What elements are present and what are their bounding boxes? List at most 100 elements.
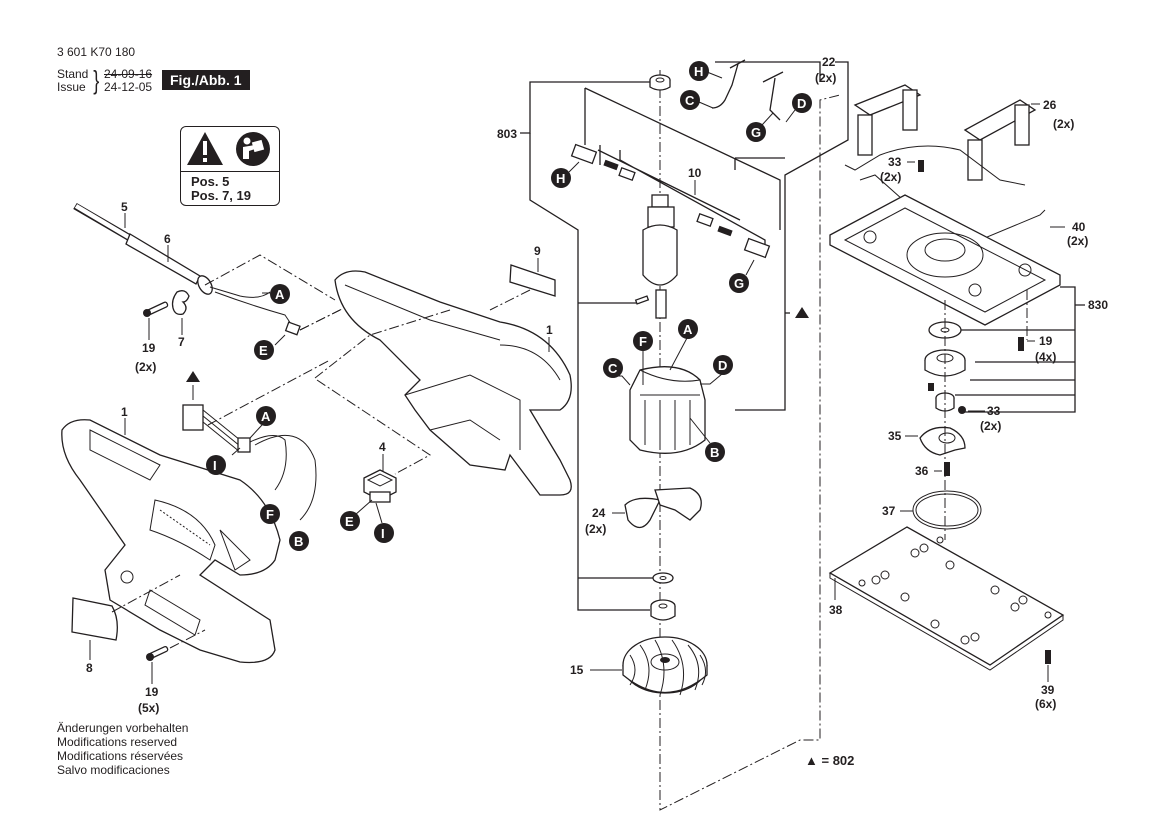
connector-I-harness: I [206, 447, 241, 475]
connector-E-switch: E [340, 499, 373, 531]
svg-text:D: D [718, 358, 727, 373]
callout-39-qty: (6x) [1035, 697, 1056, 711]
assembly-802-marker-icon [186, 371, 200, 382]
callout-26-qty: (2x) [1053, 117, 1074, 131]
warning-triangle-icon [187, 132, 223, 165]
callout-803: 803 [497, 127, 517, 141]
callout-36: 36 [915, 464, 929, 478]
svg-text:F: F [266, 507, 274, 522]
screw-36 [944, 462, 950, 476]
stator-part [629, 366, 706, 454]
svg-text:D: D [797, 96, 806, 111]
svg-text:E: E [259, 343, 268, 358]
callout-37: 37 [882, 504, 896, 518]
callout-33b-qty: (2x) [980, 419, 1001, 433]
callout-6: 6 [164, 232, 171, 246]
spring-22-left [711, 59, 746, 109]
warning-line: Pos. 7, 19 [191, 188, 251, 203]
counterweight-35 [919, 426, 966, 456]
stand-label: Stand [57, 67, 89, 81]
screw-19-base [1018, 337, 1024, 351]
svg-text:F: F [639, 334, 647, 349]
callout-35: 35 [888, 429, 902, 443]
callout-7: 7 [178, 335, 185, 349]
callout-830: 830 [1088, 298, 1108, 312]
brace-icon: } [93, 65, 100, 95]
callout-33b: 33 [987, 404, 1001, 418]
connector-markers: A E A I F B E I H C D G H G A F C D B [206, 61, 812, 551]
callout-5: 5 [121, 200, 128, 214]
screw-19-cord [143, 301, 169, 317]
connector-I-switch: I [374, 502, 394, 543]
svg-text:A: A [275, 287, 285, 302]
callout-1a: 1 [121, 405, 128, 419]
footer-notice: Änderungen vorbehalten Modifications res… [57, 721, 188, 777]
connector-B-stator: B [689, 417, 725, 462]
o-ring-37 [912, 490, 982, 530]
svg-text:B: B [710, 445, 719, 460]
svg-text:G: G [751, 125, 761, 140]
footer-line: Änderungen vorbehalten [57, 721, 189, 735]
carbon-brush-right [696, 213, 733, 237]
assembly-802-marker-icon [795, 307, 809, 318]
bracket-26-left [853, 84, 922, 156]
part-number: 3 601 K70 180 [57, 45, 136, 59]
legend-802: ▲ = 802 [805, 753, 854, 768]
callout-24-qty: (2x) [585, 522, 606, 536]
leader-lines [89, 103, 1065, 684]
read-manual-icon [236, 132, 270, 166]
connector-G-spring: G [746, 112, 774, 142]
callout-33a-qty: (2x) [880, 170, 901, 184]
screw-33-bottom [958, 406, 966, 414]
label-9-part [509, 264, 556, 297]
safety-icons [187, 132, 270, 166]
power-cord-part [73, 202, 301, 336]
stand-date: 24-09-16 [104, 67, 153, 81]
callout-19c: 19 [1039, 334, 1053, 348]
figure-label: Fig./Abb. 1 [162, 70, 250, 90]
callout-38: 38 [829, 603, 843, 617]
connector-H-brush: H [551, 161, 580, 188]
callout-8: 8 [86, 661, 93, 675]
screw-33-top [918, 160, 924, 172]
connector-B-harness: B [289, 531, 309, 551]
revision-labels: Stand Issue [57, 68, 91, 94]
connector-C-spring: C [680, 90, 714, 110]
callout-24: 24 [592, 506, 606, 520]
svg-text:E: E [345, 514, 354, 529]
connector-D-stator: D [700, 355, 733, 385]
callout-22-qty: (2x) [815, 71, 836, 85]
footer-line: Modifications réservées [57, 749, 184, 763]
housing-left-part [61, 419, 281, 664]
screw-small-830 [928, 383, 934, 391]
stator-insulation-24 [624, 487, 702, 529]
callout-4: 4 [379, 440, 386, 454]
brush-holder-g [743, 237, 771, 259]
cord-clamp-part [171, 290, 190, 316]
connector-A-harness: A [249, 406, 276, 439]
brush-holder-h [570, 143, 598, 165]
screw-39 [1045, 650, 1051, 664]
safety-warning-box: Pos. 5 Pos. 7, 19 [180, 126, 280, 206]
callout-15: 15 [570, 663, 584, 677]
switch-part [363, 469, 397, 503]
svg-text:A: A [261, 409, 271, 424]
sanding-pad-38 [828, 526, 1065, 671]
callout-19b: 19 [145, 685, 159, 699]
callout-33a: 33 [888, 155, 902, 169]
legend-text: = 802 [821, 753, 855, 768]
svg-text:I: I [213, 458, 217, 473]
callout-10: 10 [688, 166, 702, 180]
callout-19a-qty: (2x) [135, 360, 156, 374]
washer-part [652, 572, 674, 584]
footer-line: Modifications reserved [57, 735, 178, 749]
callout-1b: 1 [546, 323, 553, 337]
connector-E-cord: E [254, 334, 286, 360]
connector-A-stator: A [669, 319, 698, 371]
footer-line: Salvo modificaciones [57, 763, 170, 777]
connector-F-stator: F [633, 331, 653, 385]
callout-39: 39 [1041, 683, 1055, 697]
base-plate-830 [829, 194, 1061, 326]
screw-19-housing [146, 629, 206, 661]
